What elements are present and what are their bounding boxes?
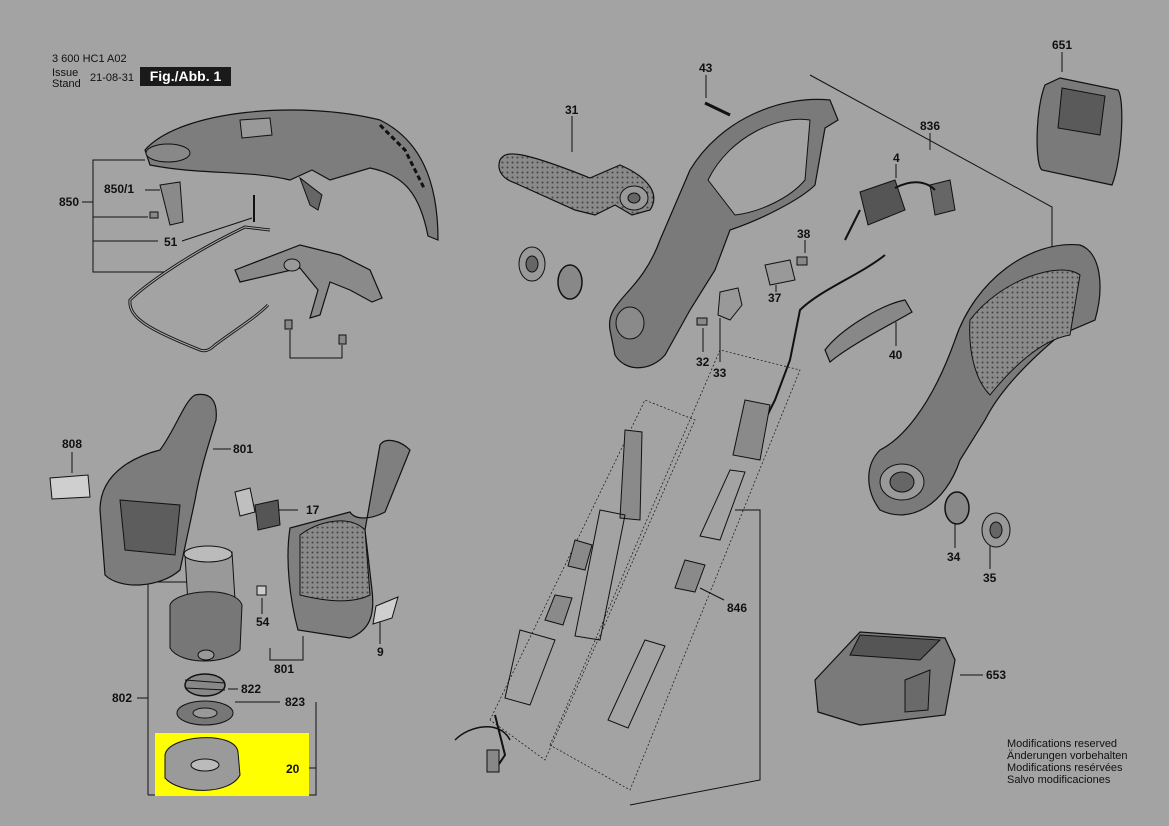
spring-icon (184, 673, 226, 697)
part-label-17: 17 (306, 503, 320, 517)
grass-guard (144, 109, 439, 241)
modifications-line: Modifications reserved (1007, 738, 1118, 750)
part-label-20: 20 (286, 762, 300, 776)
modifications-note: Modifications reserved Änderungen vorbeh… (1007, 738, 1127, 786)
modifications-line: Modifications resérvées (1007, 762, 1123, 774)
stand-label: Stand (52, 78, 81, 90)
figure-label: Fig./Abb. 1 (140, 67, 231, 86)
cover-strip (824, 299, 913, 363)
part-label-850-1: 850/1 (104, 182, 134, 196)
spool (176, 700, 234, 726)
part-label-808: 808 (62, 437, 82, 451)
part-label-653: 653 (986, 668, 1006, 682)
screw-icon (149, 195, 347, 345)
part-label-54: 54 (256, 615, 270, 629)
part-label-9: 9 (377, 645, 384, 659)
part-label-43: 43 (699, 61, 713, 75)
part-label-822: 822 (241, 682, 261, 696)
shaft-tube (504, 399, 771, 729)
issue-label: Issue (52, 67, 79, 79)
part-label-850: 850 (59, 195, 79, 209)
part-label-801: 801 (274, 662, 294, 676)
part-label-823: 823 (285, 695, 305, 709)
guard-bracket (159, 181, 184, 226)
part-label-32: 32 (696, 355, 710, 369)
guard-holder (234, 244, 383, 319)
part-label-35: 35 (983, 571, 997, 585)
part-label-51: 51 (164, 235, 178, 249)
part-label-4: 4 (893, 151, 900, 165)
part-label-31: 31 (565, 103, 579, 117)
label-sticker (49, 474, 91, 500)
modifications-line: Änderungen vorbehalten (1007, 750, 1128, 762)
wire-bow (128, 225, 271, 353)
part-label-802: 802 (112, 691, 132, 705)
battery-charger (814, 631, 956, 726)
motor-housing-left (99, 393, 217, 586)
doc-number: 3 600 HC1 A02 (52, 53, 127, 65)
motor (169, 545, 243, 662)
spring-icon (944, 491, 970, 525)
knob-icon (981, 512, 1011, 548)
auxiliary-handle (498, 153, 655, 216)
part-label-651: 651 (1052, 38, 1072, 52)
part-label-34: 34 (947, 550, 961, 564)
part-label-33: 33 (713, 366, 727, 380)
part-label-801: 801 (233, 442, 253, 456)
small-part (256, 585, 399, 625)
spring-icon (557, 264, 583, 300)
issue-date: 21-08-31 (90, 72, 135, 84)
spool-cap (164, 737, 241, 791)
battery-pack (1036, 77, 1123, 186)
switch-module (844, 179, 956, 241)
modifications-line: Salvo modificaciones (1007, 774, 1111, 786)
part-label-38: 38 (797, 227, 811, 241)
knob-icon (518, 246, 546, 282)
motor-housing-right (287, 439, 411, 639)
part-label-37: 37 (768, 291, 782, 305)
part-label-40: 40 (889, 348, 903, 362)
small-part (696, 256, 808, 326)
main-handle-half (608, 98, 839, 369)
part-label-846: 846 (727, 601, 747, 615)
trimmer-head-cable (454, 714, 511, 773)
part-label-836: 836 (920, 119, 940, 133)
cable (759, 254, 886, 431)
switch-part (234, 487, 281, 531)
screw-icon (704, 101, 731, 117)
motor-housing-main (868, 244, 1101, 516)
